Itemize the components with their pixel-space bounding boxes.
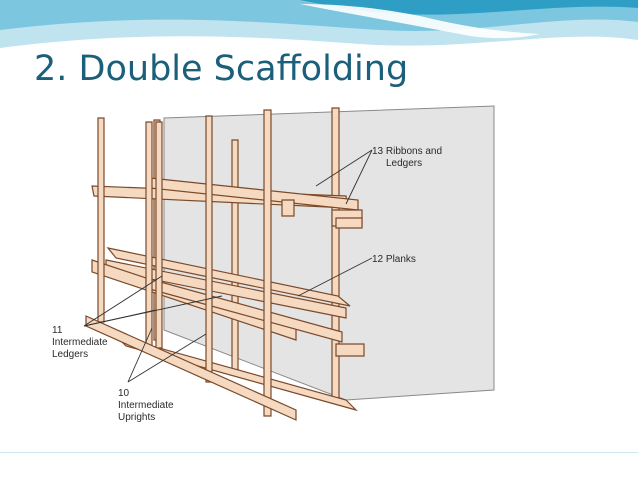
label-ledgers-line2: Intermediate (52, 337, 108, 348)
front-upright-2 (145, 121, 153, 353)
label-ledgers-line1: 11 (52, 325, 63, 336)
front-upright-5 (155, 121, 163, 349)
label-planks: 12 Planks (372, 254, 416, 265)
ledger-end-bracket (281, 199, 295, 217)
building-wall (163, 105, 495, 401)
label-uprights-line3: Uprights (118, 412, 155, 423)
wall-block-upper (335, 217, 363, 229)
leader-ledgers-1 (83, 275, 163, 327)
planks-platform (106, 247, 351, 307)
footer-divider (0, 452, 638, 453)
leader-ribbons-2 (345, 149, 373, 205)
label-uprights-line2: Intermediate (118, 400, 174, 411)
leader-uprights-1 (127, 327, 153, 383)
top-banner (0, 0, 638, 70)
leader-ledgers-3 (83, 295, 223, 327)
banner-wave-white (300, 4, 540, 39)
leader-ribbons-1 (315, 149, 373, 187)
front-upright-3 (205, 115, 213, 383)
base-sole-board (85, 315, 297, 421)
leader-uprights-2 (127, 333, 207, 383)
label-uprights-line1: 10 (118, 388, 130, 399)
label-ledgers-line3: Ledgers (52, 349, 88, 360)
double-scaffolding-diagram: 13 Ribbons and Ledgers 12 Planks 11 Inte… (52, 105, 495, 423)
label-ribbons-line1: 13 Ribbons and (372, 146, 442, 157)
label-ribbons-line2: Ledgers (386, 158, 422, 169)
leader-planks (297, 257, 373, 297)
front-upright-4 (263, 109, 272, 417)
front-upright-1 (97, 117, 105, 323)
back-upright-2 (231, 139, 239, 371)
wall-block-lower (335, 343, 365, 357)
slide-title: 2. Double Scaffolding (34, 49, 409, 89)
